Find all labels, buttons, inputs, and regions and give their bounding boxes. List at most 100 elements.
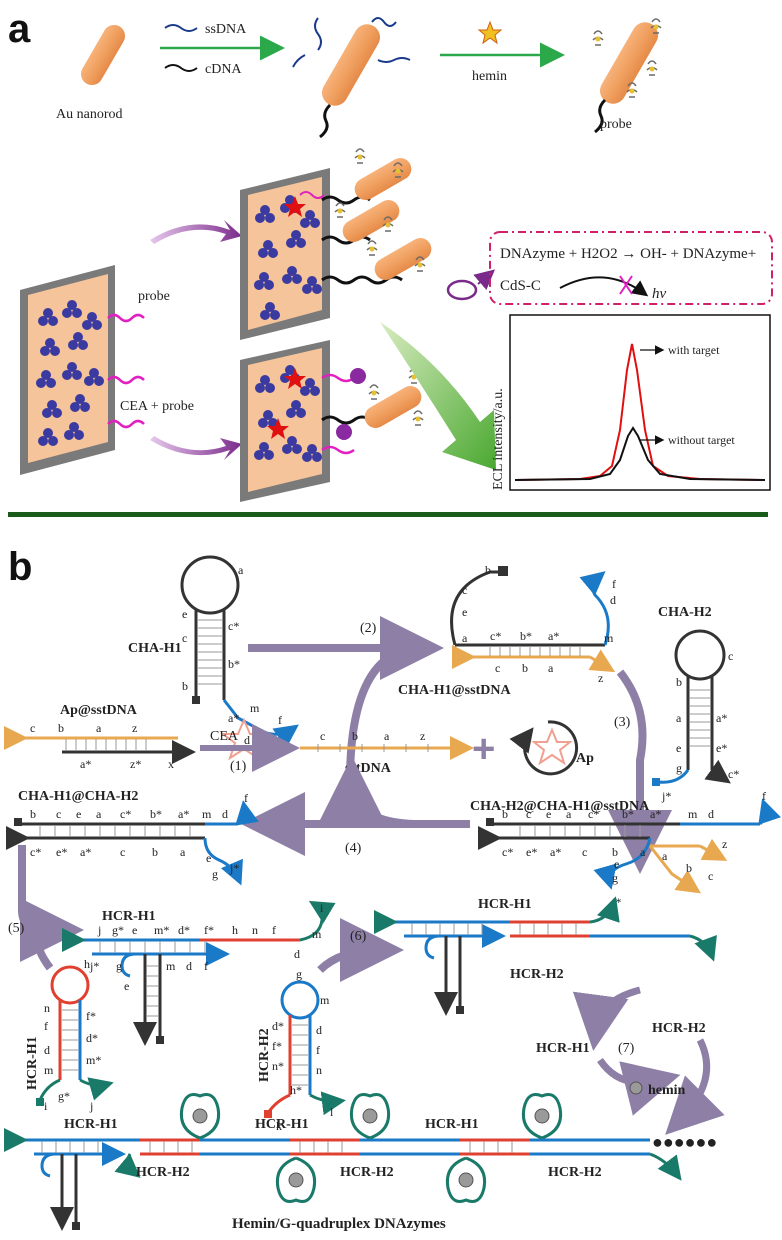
- svg-text:c: c: [30, 721, 35, 735]
- au-nanorod-label: Au nanorod: [56, 107, 123, 122]
- cea-label: CEA: [210, 729, 239, 744]
- svg-text:x: x: [168, 757, 174, 771]
- step-6-arrow: [317, 918, 404, 983]
- cea-probe-path-arrow: [150, 436, 242, 460]
- svg-text:f: f: [278, 713, 282, 727]
- svg-text:n: n: [316, 1063, 322, 1077]
- panel-divider: [8, 512, 768, 517]
- svg-text:z: z: [722, 837, 727, 851]
- svg-text:g*: g*: [112, 923, 124, 937]
- hcr-h1-label-4: HCR-H1: [64, 1117, 118, 1132]
- svg-text:d: d: [44, 1043, 50, 1057]
- svg-text:b: b: [485, 563, 491, 577]
- step-3-arrow: [608, 669, 672, 874]
- svg-text:c*: c*: [490, 629, 501, 643]
- probe-nanorod: [592, 18, 662, 134]
- svg-text:c: c: [728, 649, 733, 663]
- step-1-label: (1): [230, 759, 247, 774]
- cha-h2-h1-sstdna-label: CHA-H2@CHA-H1@sstDNA: [470, 799, 650, 814]
- svg-text:a: a: [640, 845, 646, 859]
- svg-text:a: a: [238, 563, 244, 577]
- au-nanorod: [81, 24, 125, 86]
- svg-text:g: g: [116, 959, 122, 973]
- svg-text:d: d: [222, 807, 228, 821]
- hcr-h1-label-1: HCR-H1: [102, 909, 156, 924]
- ssdna-legend-wave: [164, 24, 198, 32]
- svg-text:b: b: [352, 729, 358, 743]
- svg-text:c: c: [120, 845, 125, 859]
- svg-text:l: l: [330, 1105, 334, 1119]
- hcr-h1-label-2: HCR-H1: [478, 897, 532, 912]
- continuation-dots: ●●●●●●: [652, 1132, 717, 1152]
- svg-text:a: a: [96, 807, 102, 821]
- hemin-label: hemin: [472, 69, 507, 84]
- svg-text:b*: b*: [228, 657, 240, 671]
- hcr-h1-h2-duplex: [374, 896, 717, 1016]
- svg-text:b*: b*: [150, 807, 162, 821]
- svg-text:d: d: [294, 947, 300, 961]
- cha-h1-cha-h2-label: CHA-H1@CHA-H2: [18, 789, 138, 804]
- svg-text:z*: z*: [130, 757, 141, 771]
- hcr-h2-label-5: HCR-H2: [340, 1165, 394, 1180]
- step-2-merge-arrow: [346, 644, 421, 776]
- svg-text:g: g: [612, 871, 618, 885]
- svg-text:f: f: [612, 577, 616, 591]
- svg-text:a*: a*: [228, 711, 239, 725]
- svg-text:g*: g*: [58, 1089, 70, 1103]
- svg-text:j: j: [97, 923, 101, 937]
- svg-text:f: f: [762, 789, 766, 803]
- svg-text:a: a: [548, 661, 554, 675]
- step-7-label: (7): [618, 1041, 635, 1056]
- svg-text:a*: a*: [80, 845, 91, 859]
- hcr-h1-label-5: HCR-H1: [255, 1117, 309, 1132]
- svg-text:a: a: [96, 721, 102, 735]
- svg-text:e: e: [462, 605, 467, 619]
- svg-text:f: f: [316, 1043, 320, 1057]
- svg-text:f: f: [272, 923, 276, 937]
- quench-mark: [619, 275, 633, 295]
- svg-text:j*: j*: [661, 789, 671, 803]
- svg-text:d*: d*: [86, 1031, 98, 1045]
- probe-label-top: probe: [600, 117, 632, 132]
- svg-text:c: c: [320, 729, 325, 743]
- svg-text:c: c: [582, 845, 587, 859]
- svg-text:b*: b*: [622, 807, 634, 821]
- svg-text:f*: f*: [204, 923, 214, 937]
- panel-b-label: b: [8, 545, 32, 589]
- svg-text:k: k: [276, 1119, 282, 1133]
- step-7-cycle: [572, 986, 725, 1135]
- svg-text:e*: e*: [526, 845, 537, 859]
- cha-h2-label: CHA-H2: [658, 605, 712, 620]
- svg-text:a*: a*: [550, 845, 561, 859]
- ap-label: Ap: [576, 751, 594, 766]
- svg-text:g: g: [212, 867, 218, 881]
- svg-text:n*: n*: [272, 1059, 284, 1073]
- svg-text:e: e: [676, 741, 681, 755]
- probe-label-left: probe: [138, 289, 170, 304]
- cea-probe-label: CEA + probe: [120, 399, 194, 414]
- svg-text:a: a: [180, 845, 186, 859]
- ecl-plot-frame: [509, 314, 771, 491]
- svg-text:d: d: [244, 733, 250, 747]
- hemin-sphere-icon: [629, 1081, 643, 1095]
- step-5-label: (5): [8, 921, 25, 936]
- svg-text:n: n: [44, 1001, 50, 1015]
- svg-text:d: d: [708, 807, 714, 821]
- hcr-h2-label-6: HCR-H2: [548, 1165, 602, 1180]
- svg-text:m*: m*: [86, 1053, 101, 1067]
- hcr-h2-hairpin: gm d*d f*f n*n h* kl: [264, 967, 346, 1133]
- svg-text:j*: j*: [229, 861, 239, 875]
- svg-text:a*: a*: [80, 757, 91, 771]
- hv-label: hv: [652, 286, 667, 302]
- step-4-recycle-arrow: [320, 756, 421, 828]
- svg-text:c: c: [462, 583, 467, 597]
- step-5-merge-arrow: [34, 926, 61, 971]
- svg-text:a*: a*: [548, 629, 559, 643]
- svg-text:a*: a*: [178, 807, 189, 821]
- electrode-lower: [240, 340, 424, 502]
